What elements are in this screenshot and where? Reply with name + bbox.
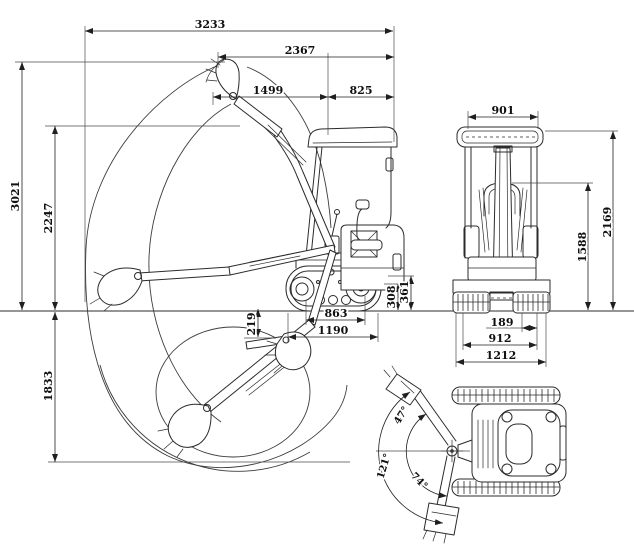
dim-mid-height: 1588 (576, 231, 589, 262)
angle-swing-up: 47° (392, 405, 411, 427)
side-view-dimensions: 3233 2367 1499 825 3021 2247 1833 219 86… (7, 16, 414, 463)
front-view-dimensions: 901 2169 1588 189 912 1212 (455, 102, 618, 367)
top-track-bands (451, 386, 561, 497)
dim-overall-width: 1212 (486, 349, 517, 362)
dim-clearance-small: 308 (385, 285, 398, 308)
front-canopy-roof (456, 126, 544, 148)
angle-swing-total: 121° (376, 452, 394, 480)
front-tracks (452, 291, 551, 314)
dim-blade-drop: 219 (245, 313, 258, 336)
dim-cab-width: 901 (492, 104, 515, 117)
front-chassis (452, 256, 551, 294)
dim-overall-length: 2367 (285, 44, 316, 57)
dim-wheelbase: 863 (325, 307, 348, 320)
top-boom-down-position (422, 455, 460, 544)
boom-position-max-reach (89, 244, 336, 312)
dim-max-dig-depth: 1833 (42, 371, 55, 402)
top-view-machine (376, 365, 567, 544)
dim-max-dump-height: 2247 (42, 203, 55, 234)
side-engine-cover (340, 224, 405, 291)
side-canopy (305, 126, 398, 257)
front-view-machine (452, 126, 551, 314)
side-seat (350, 199, 383, 251)
dim-clearance-large: 361 (398, 281, 411, 304)
dim-overall-height: 2169 (601, 207, 614, 238)
dim-overall-reach: 3233 (195, 18, 226, 31)
top-view-swing-angles: 47° 121° 74° (374, 391, 448, 526)
side-view-working-envelope (85, 64, 348, 472)
front-canopy-posts (464, 146, 538, 259)
dim-tail-length: 825 (350, 84, 373, 97)
side-view-machine (285, 126, 405, 312)
dim-max-dig-height: 3021 (9, 181, 22, 212)
dim-shoe-offset: 189 (491, 316, 514, 329)
dim-track-gauge: 912 (489, 332, 512, 345)
top-body (471, 403, 567, 483)
dim-boom-reach: 1499 (253, 84, 284, 97)
dim-track-length: 1190 (318, 324, 349, 337)
